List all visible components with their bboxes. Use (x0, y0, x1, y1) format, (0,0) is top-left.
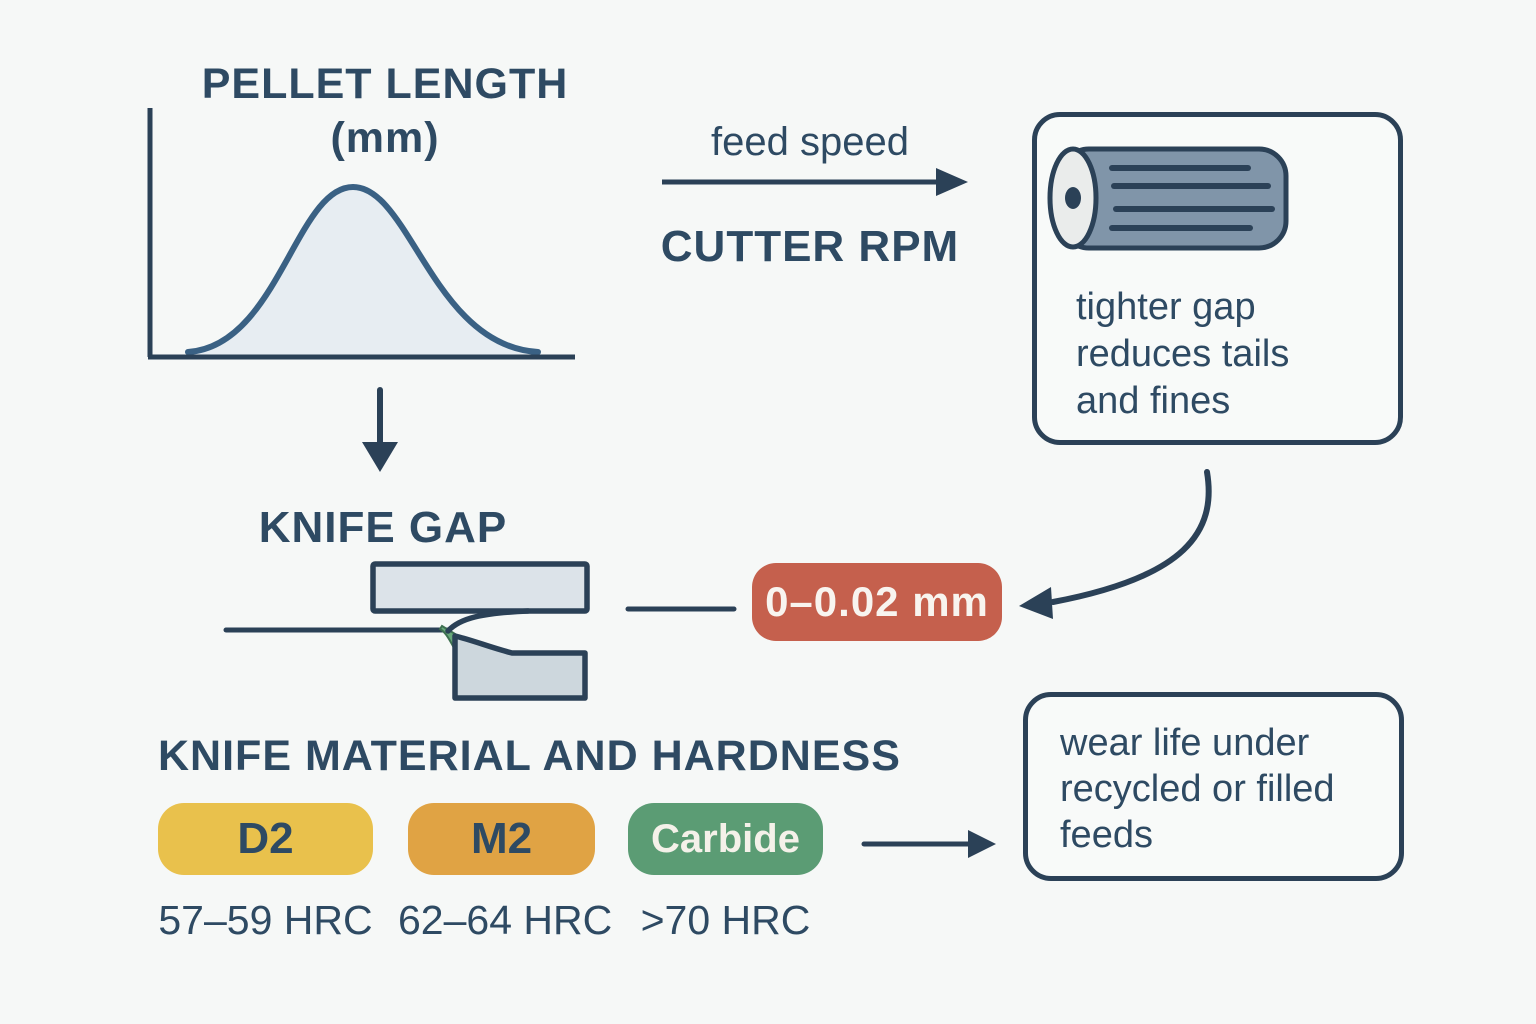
tighter-gap-line1: tighter gap (1076, 286, 1256, 328)
wear-life-line3: feeds (1060, 814, 1153, 856)
upper-knife (370, 561, 590, 614)
curved-arrow-icon (1019, 469, 1212, 619)
bell-curve-chart (147, 108, 575, 360)
tighter-gap-line2: reduces tails (1076, 333, 1290, 375)
down-arrow-icon (362, 387, 398, 472)
feed-speed-arrow-icon (662, 168, 968, 196)
material-badge-carbide: Carbide (628, 803, 823, 875)
material-badge-d2: D2 (158, 803, 373, 875)
knife-gap-illustration (223, 561, 737, 701)
material-badge-m2: M2 (408, 803, 595, 875)
wear-arrow-icon (861, 830, 996, 858)
tighter-gap-text: tighter gap reduces tails and fines (1076, 284, 1289, 425)
hardness-carbide: >70 HRC (640, 897, 811, 943)
wear-life-line2: recycled or filled (1060, 768, 1335, 810)
upper-knife-lip (445, 608, 531, 634)
wear-life-box (1023, 692, 1404, 881)
pellet-length-title: PELLET LENGTH (201, 60, 569, 108)
tighter-gap-line3: and fines (1076, 380, 1231, 422)
hardness-m2: 62–64 HRC (398, 897, 613, 943)
bell-curve-line (185, 183, 541, 355)
wear-life-text: wear life under recycled or filled feeds (1060, 720, 1335, 858)
lower-knife (452, 633, 588, 701)
wear-life-line1: wear life under (1060, 722, 1310, 764)
knife-gap-label: KNIFE GAP (258, 503, 508, 552)
hardness-d2: 57–59 HRC (158, 897, 373, 943)
cutter-roller-icon (1047, 146, 1289, 251)
bell-curve-fill (188, 187, 538, 355)
cutter-rpm-label: CUTTER RPM (660, 222, 960, 271)
gap-value-badge: 0–0.02 mm (752, 563, 1002, 641)
materials-heading: KNIFE MATERIAL AND HARDNESS (158, 732, 901, 780)
feed-speed-label: feed speed (711, 120, 909, 164)
pellet-length-unit: (mm) (330, 114, 440, 162)
